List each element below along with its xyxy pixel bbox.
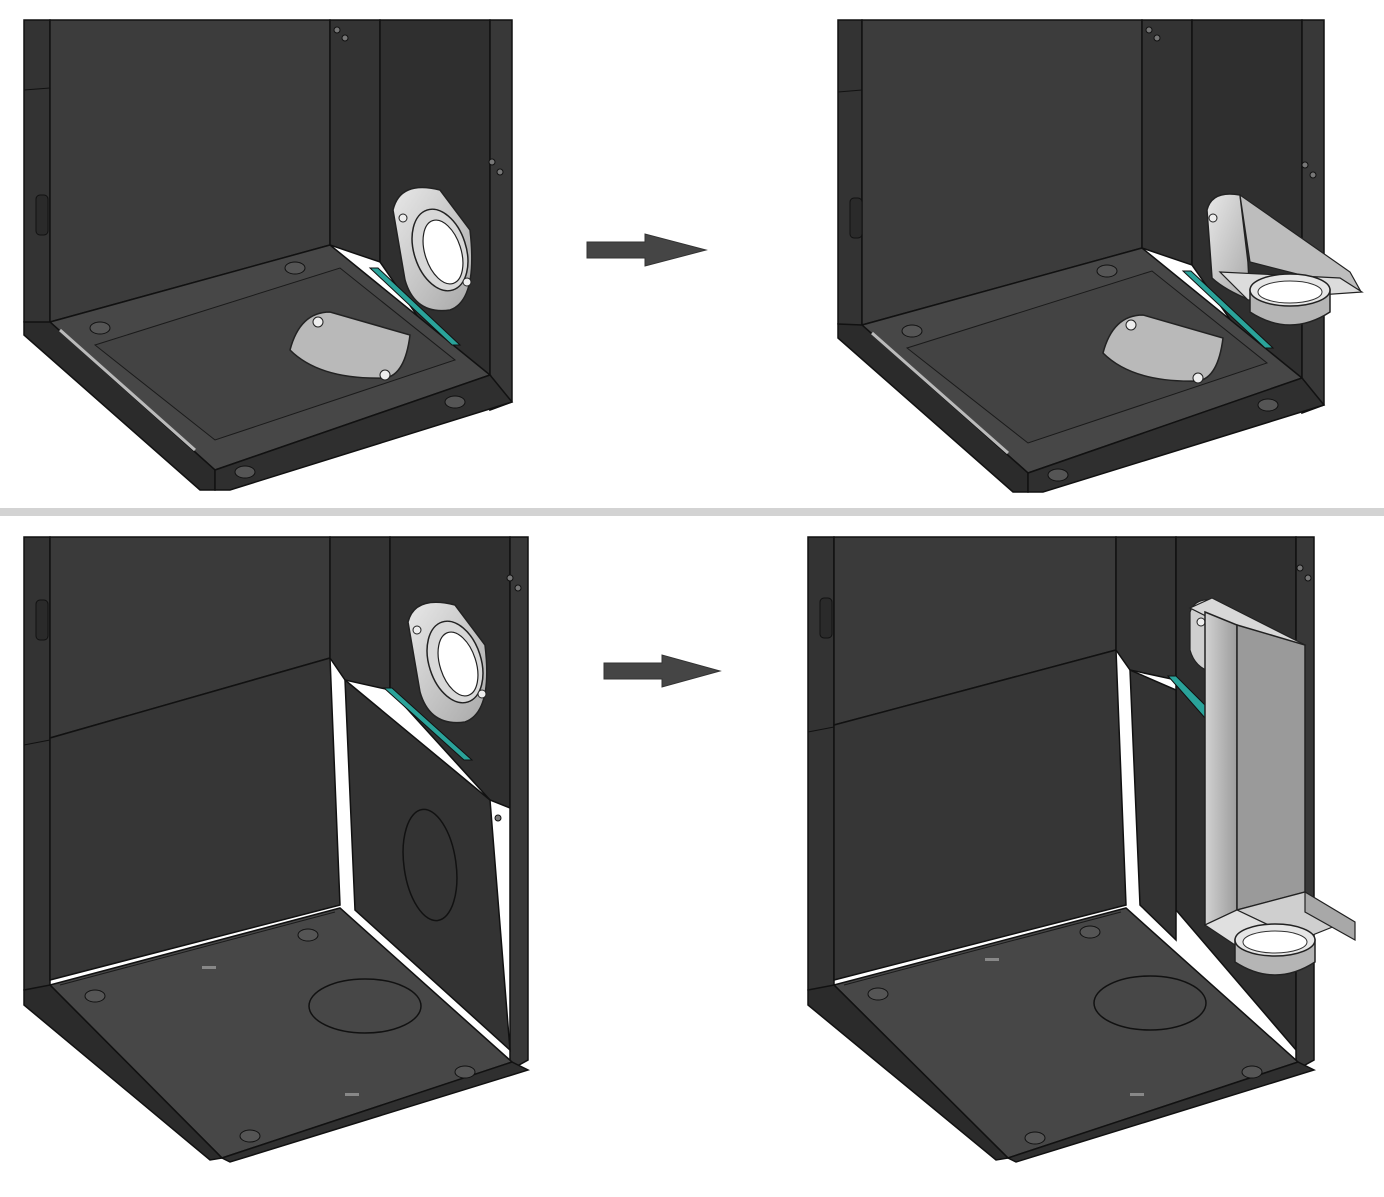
row2-before-gasket-strip [382,687,474,761]
row2-right-arrow-icon [603,654,722,688]
row2-after-vertical-duct-adapter [1188,597,1356,946]
row1-after-bottom-cover-plate [1102,314,1224,384]
row2-before-rear-knockout-circle [402,808,458,922]
row2-before-round-outlet-flange [407,601,488,724]
row2-before-frame [23,536,531,1163]
row1-before-gasket-strip [368,267,462,346]
row1-after-round-spigot [1249,273,1331,326]
row1-before-bottom-cover-plate [289,311,411,381]
row1-after-gasket-strip [1181,270,1275,349]
row-divider [0,508,1384,516]
row2-after-bottom-knockout-circle [1093,975,1207,1031]
row1-right-arrow-icon [586,233,708,267]
row2-before-bottom-knockout-circle [308,978,422,1034]
row2-after-round-spigot [1234,923,1316,976]
row1-before-round-outlet-flange [392,186,473,312]
